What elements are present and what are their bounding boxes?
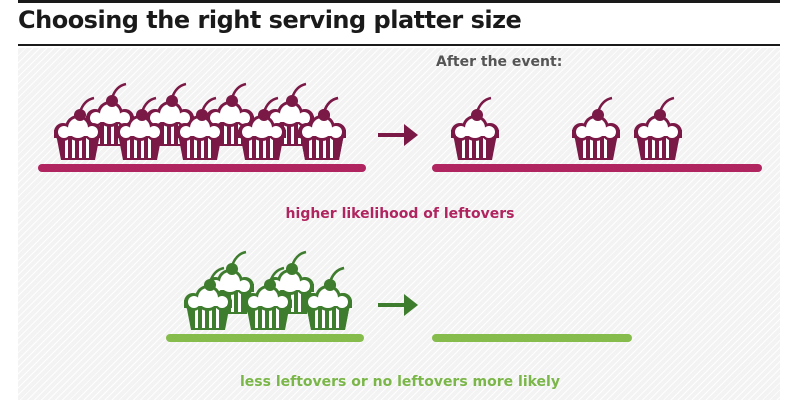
cupcake-icon — [634, 98, 682, 160]
caption-less-leftovers: less leftovers or no leftovers more like… — [240, 374, 560, 390]
large-platter-before-bar — [38, 164, 366, 172]
cupcake-icon — [298, 98, 346, 160]
page-title: Choosing the right serving platter size — [18, 6, 522, 34]
arrow-large — [378, 124, 418, 146]
cupcake-icon — [572, 98, 620, 160]
cupcake-group-large-before — [54, 84, 346, 160]
caption-higher-leftovers: higher likelihood of leftovers — [285, 206, 515, 222]
small-platter-before — [166, 252, 364, 342]
large-platter-before — [38, 84, 366, 172]
cupcake-icon — [176, 98, 224, 160]
large-platter-after-bar — [432, 164, 762, 172]
small-platter-before-bar — [166, 334, 364, 342]
cupcake-icon — [54, 98, 102, 160]
cupcake-icon — [451, 98, 499, 160]
after-event-label: After the event: — [436, 54, 563, 70]
small-platter-after — [432, 334, 632, 342]
small-platter-after-bar — [432, 334, 632, 342]
title-rule — [18, 44, 780, 46]
large-platter-after — [432, 98, 762, 172]
cupcake-icon — [238, 98, 286, 160]
cupcake-group-large-after — [451, 98, 682, 160]
cupcake-icon — [304, 268, 352, 330]
cupcake-icon — [116, 98, 164, 160]
top-rule — [18, 0, 780, 3]
cupcake-group-small-before — [184, 252, 352, 330]
arrow-small — [378, 294, 418, 316]
